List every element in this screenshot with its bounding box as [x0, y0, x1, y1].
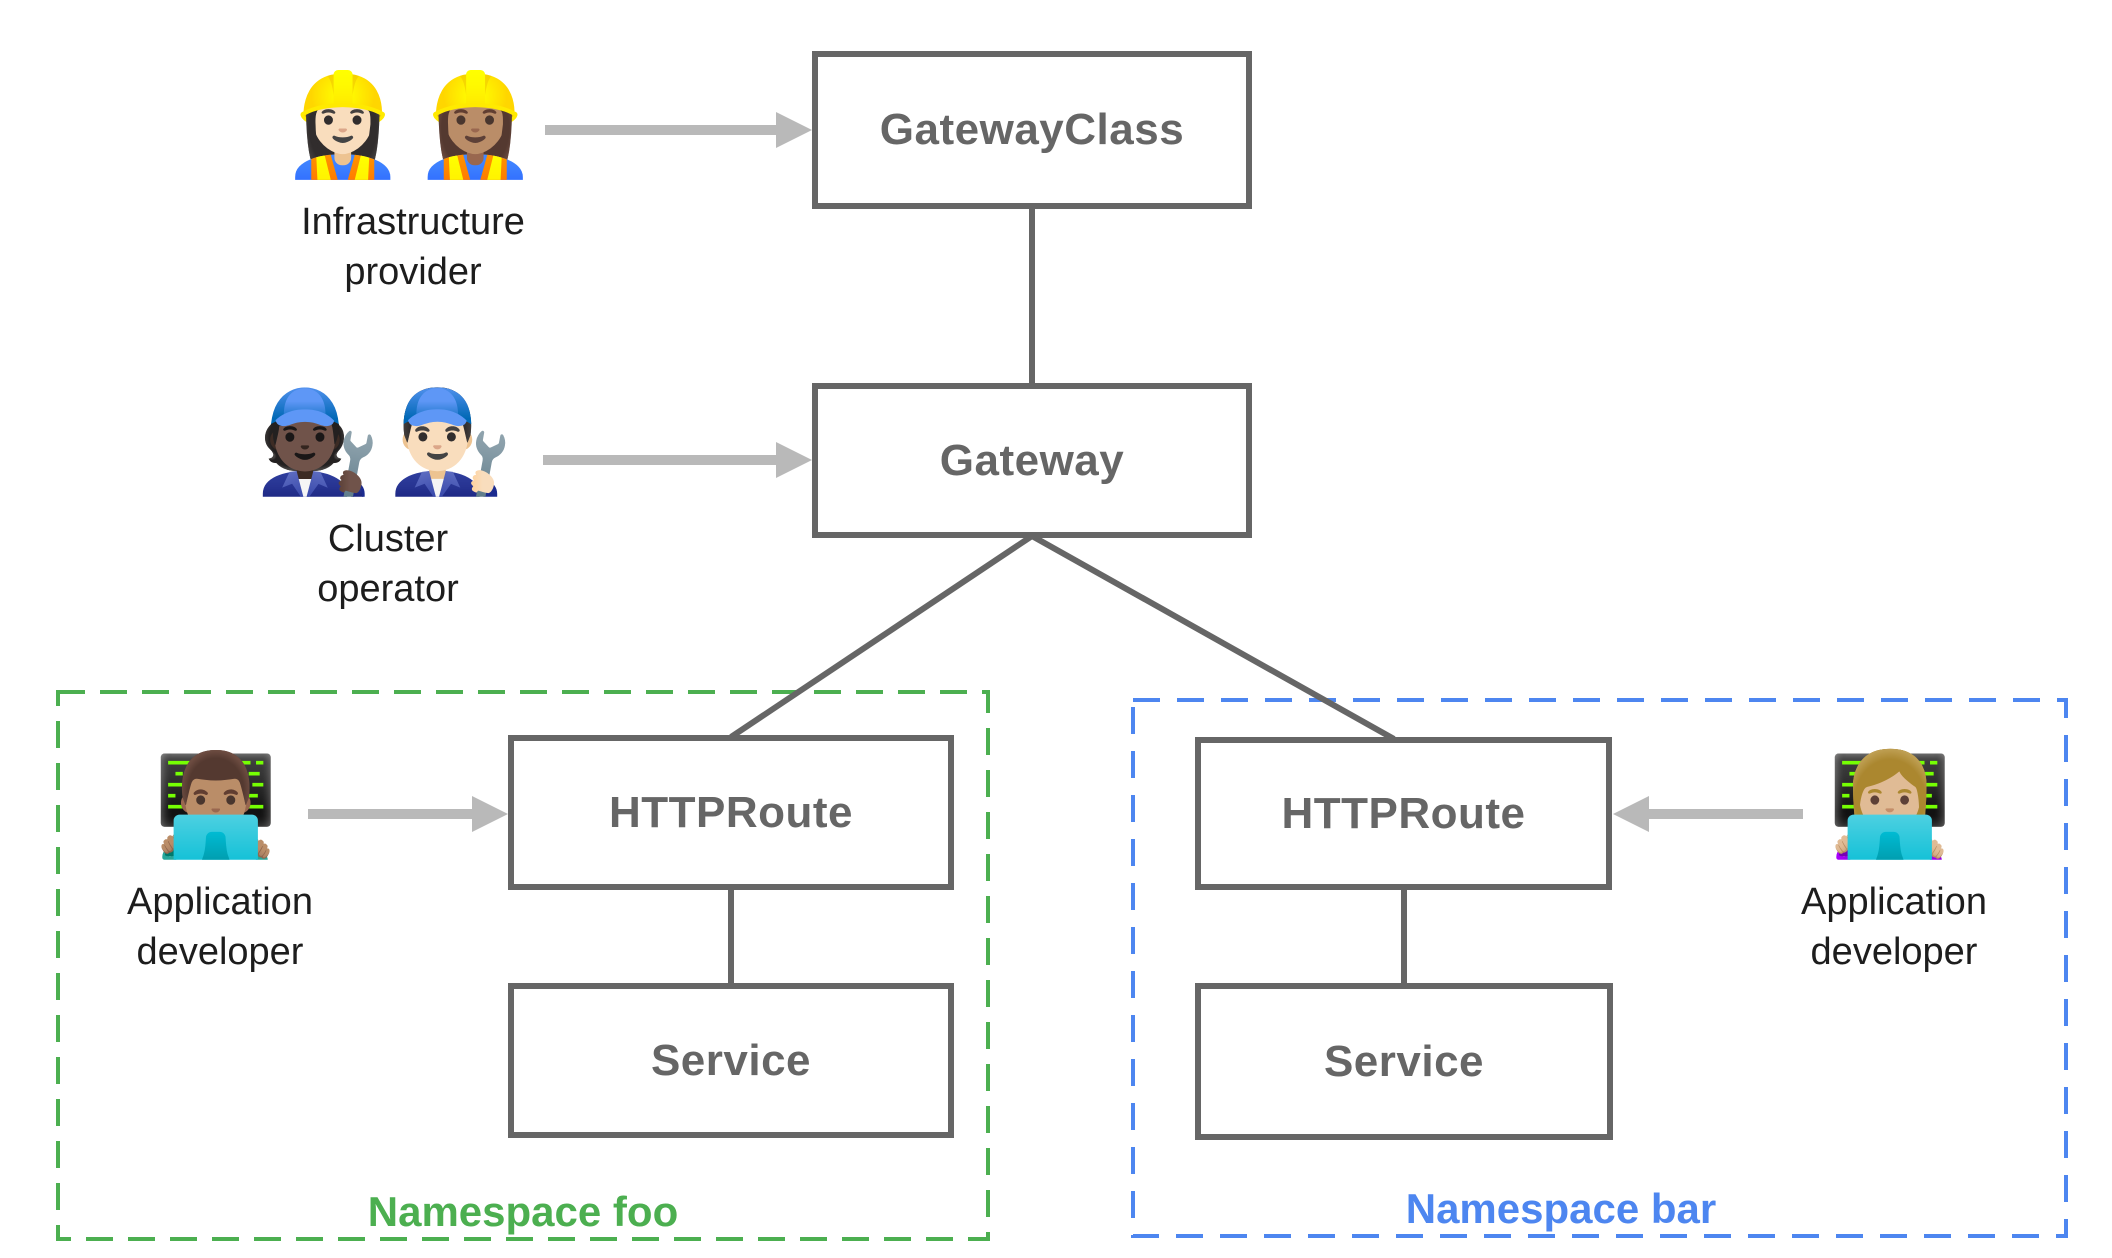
persona-infrastructure-provider-label: Infrastructure provider	[301, 201, 525, 293]
woman-technologist-emoji-icon: 👩🏼‍💻	[1827, 749, 1961, 861]
node-service-foo: Service	[508, 983, 954, 1138]
node-httproute-bar: HTTPRoute	[1195, 737, 1612, 890]
arrow-infrastructure-provider	[545, 112, 812, 148]
namespace-foo-label: Namespace foo	[367, 1188, 679, 1235]
connector-gateway-httproute-bar	[1030, 533, 1396, 742]
node-gatewayclass: GatewayClass	[812, 51, 1252, 209]
persona-app-developer-bar: 👩🏼‍💻 Application developer	[1674, 748, 2112, 977]
node-gateway: Gateway	[812, 383, 1252, 538]
persona-infrastructure-provider: 👷🏻‍♀️👷🏽‍♀️ Infrastructure provider	[193, 68, 633, 297]
node-service-bar: Service	[1195, 983, 1613, 1140]
arrow-cluster-operator	[543, 442, 812, 478]
persona-app-developer-foo: 👨🏽‍💻 Application developer	[0, 748, 440, 977]
node-httproute-bar-label: HTTPRoute	[1281, 788, 1526, 838]
persona-app-developer-bar-label: Application developer	[1801, 881, 1987, 973]
node-httproute-foo-label: HTTPRoute	[608, 787, 854, 837]
arrow-app-developer-bar	[1613, 796, 1803, 832]
persona-app-developer-foo-label: Application developer	[127, 881, 313, 973]
persona-cluster-operator-label: Cluster operator	[317, 518, 459, 610]
node-service-foo-label: Service	[650, 1035, 812, 1085]
node-httproute-foo: HTTPRoute	[508, 735, 954, 890]
node-gatewayclass-label: GatewayClass	[879, 105, 1185, 154]
woman-construction-worker-emojis-icon: 👷🏻‍♀️👷🏽‍♀️	[280, 69, 546, 181]
man-technologist-emoji-icon: 👨🏽‍💻	[153, 749, 287, 861]
persona-cluster-operator: 🧑🏿‍🔧👨🏻‍🔧 Cluster operator	[168, 385, 608, 614]
node-service-bar-label: Service	[1323, 1036, 1485, 1086]
connector-gateway-httproute-foo	[729, 533, 1034, 740]
namespace-bar-border	[1131, 698, 2068, 1238]
mechanic-emojis-icon: 🧑🏿‍🔧👨🏻‍🔧	[255, 386, 521, 498]
namespace-foo-border	[56, 690, 990, 1241]
node-gateway-label: Gateway	[939, 435, 1125, 485]
arrow-app-developer-foo	[308, 796, 508, 832]
namespace-bar-label: Namespace bar	[1405, 1185, 1717, 1232]
